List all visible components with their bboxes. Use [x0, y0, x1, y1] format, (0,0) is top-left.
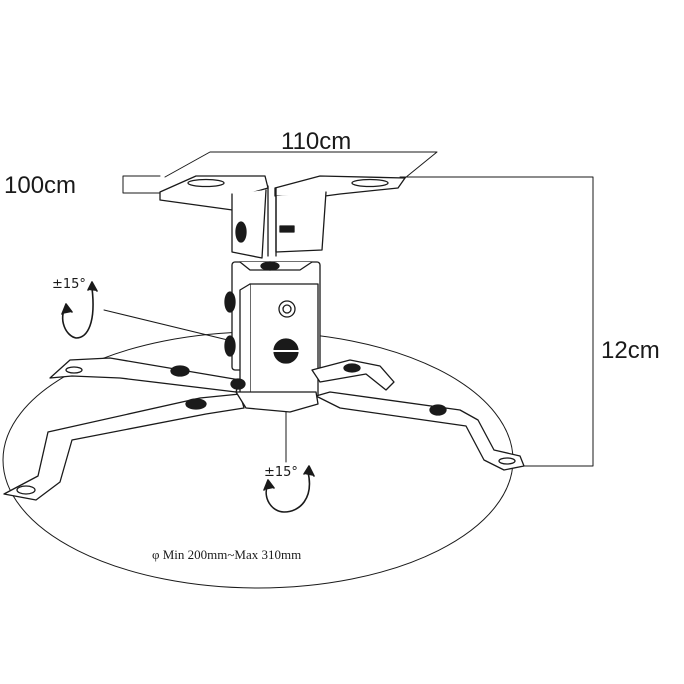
arm-lower-right-hole — [498, 457, 516, 465]
tube-knob-left-2 — [224, 335, 236, 357]
swivel-angle-label: ±15° — [264, 465, 298, 480]
height-dimension-line — [399, 176, 594, 467]
arm-upper-right-clamp — [343, 363, 361, 373]
ceiling-plate — [159, 175, 406, 259]
tilt-angle-label: ±15° — [52, 277, 86, 292]
tilt-pin-inner — [282, 304, 292, 314]
arm-lower-left-clamp — [185, 398, 207, 410]
bracket-bolt — [279, 225, 295, 233]
tilt-leader-line — [103, 309, 237, 343]
height-label: 12cm — [601, 337, 660, 364]
arm-lower-right — [315, 391, 525, 471]
width-label: 110cm — [281, 128, 352, 155]
arm-lower-right-clamp — [429, 404, 447, 416]
bracket-knob-left — [235, 221, 247, 243]
plate-slot-left — [187, 178, 225, 188]
plate-slot-right — [351, 178, 389, 188]
swivel-arrow-icon — [263, 465, 315, 513]
extension-tube — [224, 261, 321, 397]
arm-lower-left-knob — [230, 378, 246, 390]
hub-base — [235, 391, 319, 413]
spider-arms — [3, 357, 525, 501]
diameter-label: φ Min 200mm~Max 310mm — [152, 547, 302, 562]
arm-upper-left — [49, 357, 241, 393]
arm-lower-left — [3, 393, 245, 501]
arm-lower-left-hole — [16, 485, 36, 495]
depth-label: 100cm — [4, 172, 77, 199]
depth-dimension-line — [122, 175, 161, 194]
arm-upper-right — [311, 359, 395, 391]
arm-upper-left-hole — [65, 366, 83, 374]
bracket-divider — [267, 185, 277, 257]
tube-knob-left-1 — [224, 291, 236, 313]
width-dimension-line — [164, 151, 438, 179]
plate-bracket-right — [275, 191, 327, 253]
arm-upper-left-clamp — [170, 365, 190, 377]
tilt-arrow-icon — [61, 281, 98, 339]
ceiling-plate-right — [274, 175, 406, 197]
plate-bracket-left — [231, 189, 267, 259]
tube-knob-top — [260, 261, 280, 271]
